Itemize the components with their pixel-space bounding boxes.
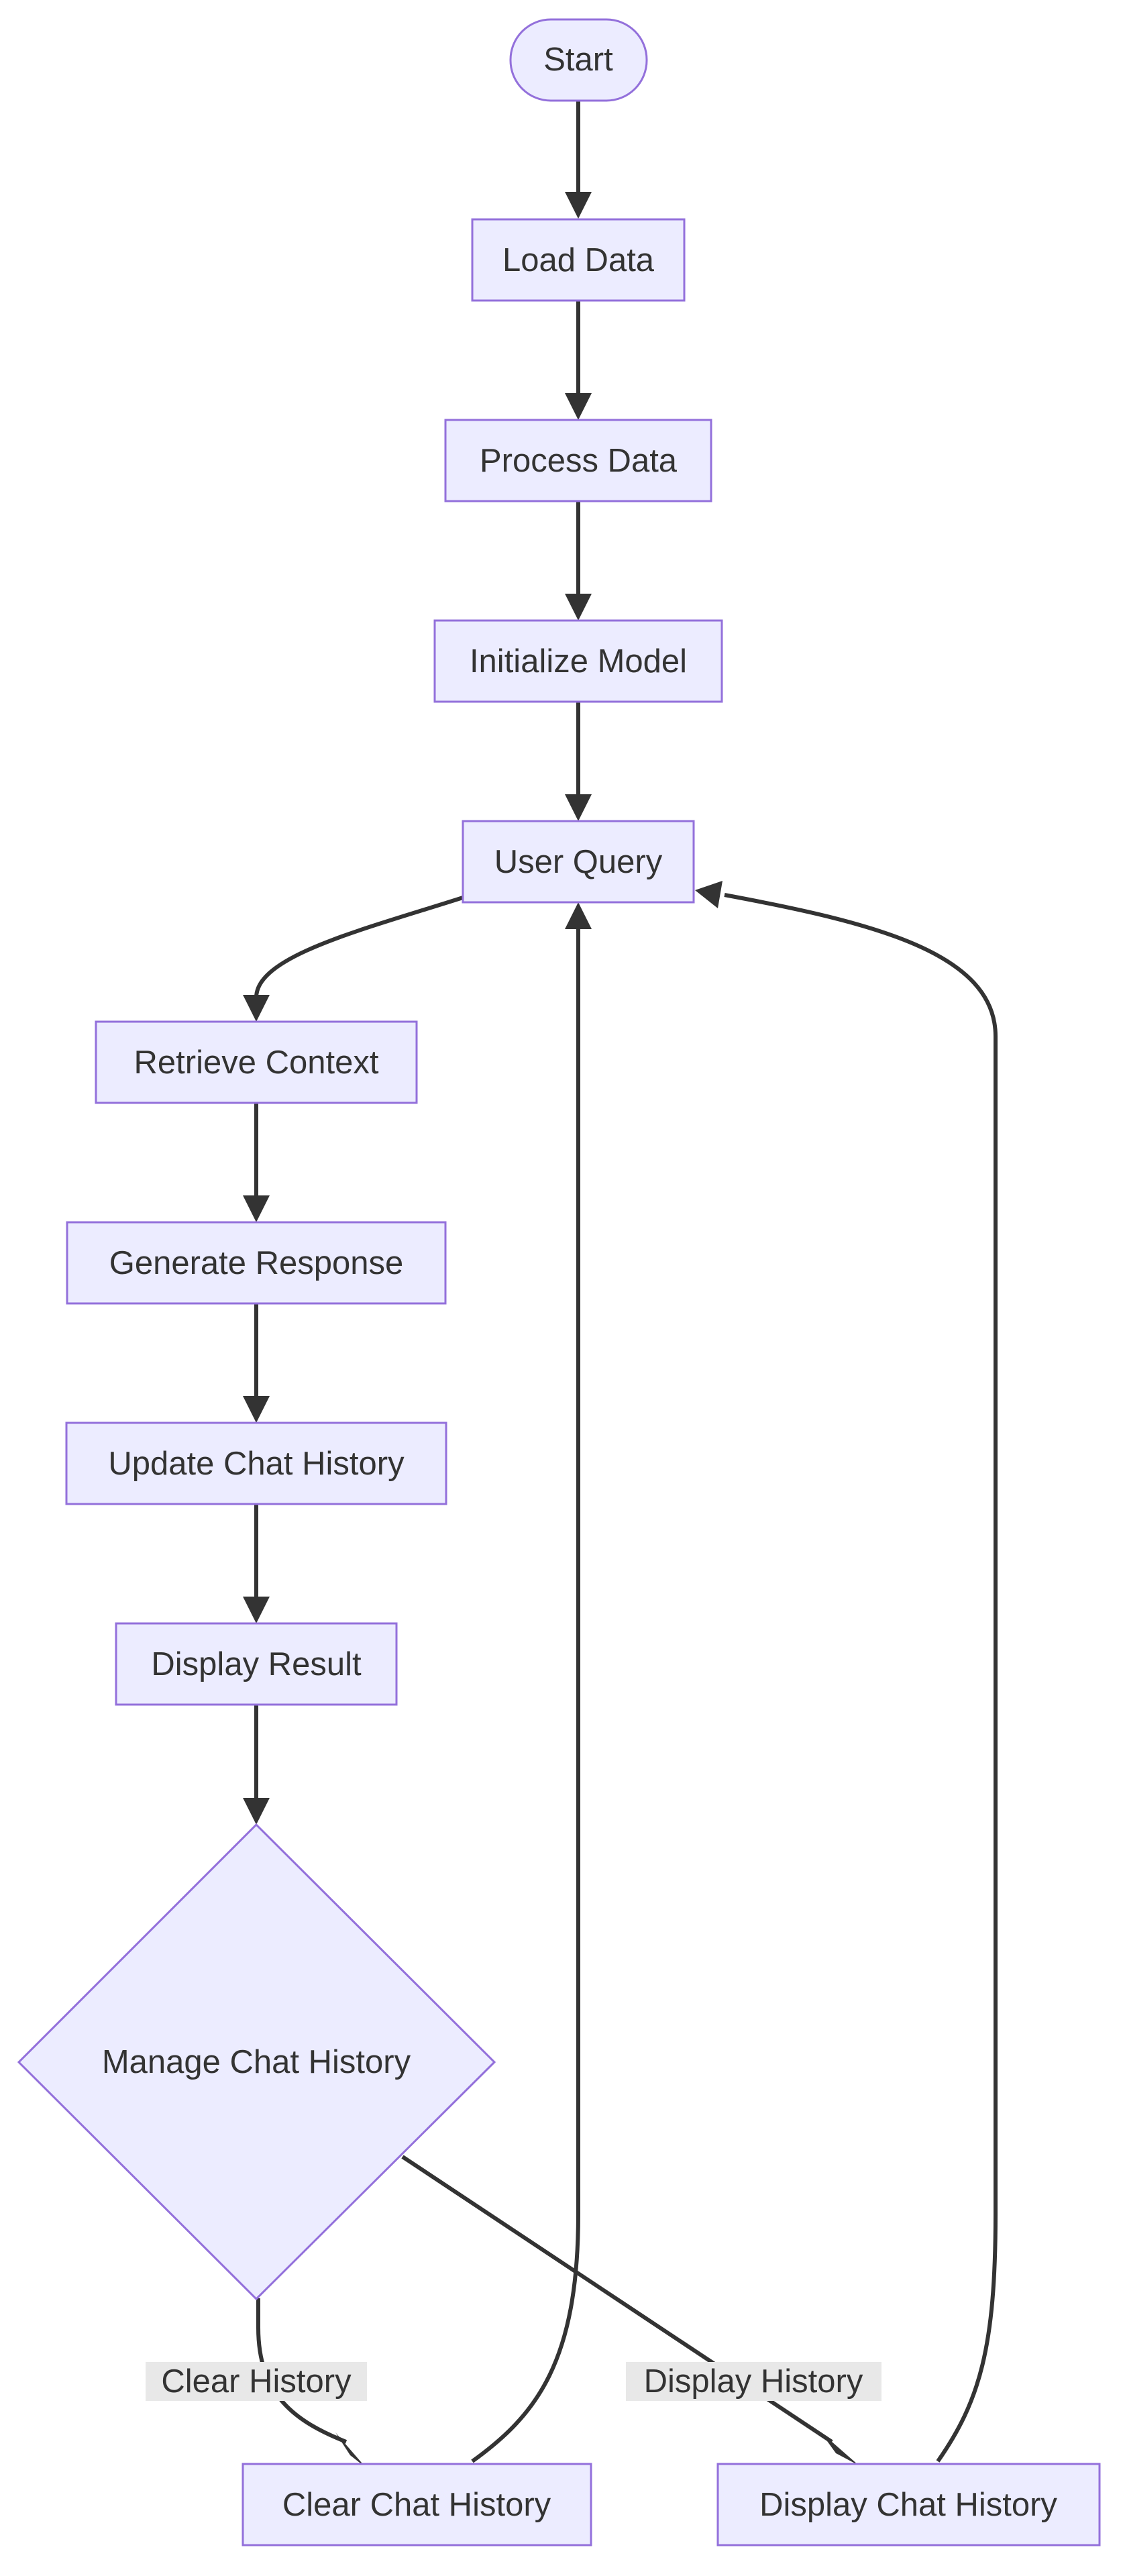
arrowhead	[565, 393, 592, 420]
arrowhead	[243, 1798, 270, 1825]
edge-label-clear-history-text: Clear History	[161, 2363, 352, 2400]
edge-label-display-history-text: Display History	[644, 2363, 863, 2400]
node-load-data[interactable]: Load Data	[471, 218, 686, 302]
arrowhead	[565, 192, 592, 219]
node-display-result-label: Display Result	[151, 1646, 362, 1682]
arrowhead	[565, 594, 592, 621]
edge-label-display-history: Display History	[626, 2362, 881, 2401]
node-display-chat-history[interactable]: Display Chat History	[716, 2463, 1101, 2546]
arrowhead	[565, 902, 592, 929]
node-display-chat-history-label: Display Chat History	[759, 2487, 1057, 2523]
node-user-query-label: User Query	[494, 844, 663, 880]
edge-clear-chat-history-to-user-query	[471, 929, 580, 2463]
arrowhead	[695, 881, 723, 908]
node-generate-response-label: Generate Response	[109, 1245, 404, 1281]
edge-display-chat-history-to-user-query	[724, 893, 998, 2463]
node-update-chat-history-label: Update Chat History	[108, 1446, 405, 1482]
node-generate-response[interactable]: Generate Response	[66, 1221, 447, 1305]
node-start-label: Start	[543, 42, 613, 78]
arrowhead	[243, 1195, 270, 1222]
edge-label-clear-history: Clear History	[146, 2362, 367, 2401]
node-retrieve-context[interactable]: Retrieve Context	[95, 1020, 418, 1104]
node-user-query[interactable]: User Query	[462, 820, 695, 904]
node-initialize-model-label: Initialize Model	[470, 643, 687, 680]
arrowhead	[565, 794, 592, 821]
arrowhead	[335, 2432, 366, 2467]
node-manage-chat-history[interactable]: Manage Chat History	[17, 1823, 496, 2301]
arrowhead	[243, 995, 270, 1022]
node-load-data-label: Load Data	[502, 242, 655, 278]
node-manage-chat-history-label: Manage Chat History	[102, 2044, 411, 2080]
node-clear-chat-history-label: Clear Chat History	[282, 2487, 551, 2523]
node-display-result[interactable]: Display Result	[115, 1622, 398, 1706]
node-start[interactable]: Start	[509, 18, 648, 102]
arrowhead	[243, 1597, 270, 1623]
edges	[243, 101, 998, 2467]
node-retrieve-context-label: Retrieve Context	[134, 1044, 379, 1081]
node-process-data-label: Process Data	[480, 443, 678, 479]
node-process-data[interactable]: Process Data	[444, 419, 712, 502]
arrowhead	[243, 1396, 270, 1423]
node-update-chat-history[interactable]: Update Chat History	[65, 1421, 447, 1505]
edge-user-query-retrieve-context	[254, 896, 464, 998]
node-clear-chat-history[interactable]: Clear Chat History	[242, 2463, 592, 2546]
arrowhead	[820, 2432, 859, 2465]
node-initialize-model[interactable]: Initialize Model	[433, 619, 723, 703]
